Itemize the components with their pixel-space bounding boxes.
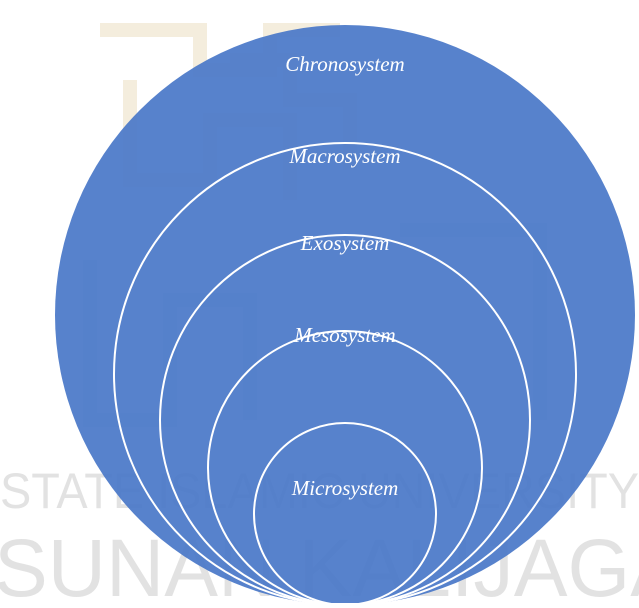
microsystem-label: Microsystem bbox=[291, 476, 399, 500]
nested-circles bbox=[55, 25, 635, 606]
exosystem-label: Exosystem bbox=[300, 231, 390, 255]
layer-labels: Chronosystem Macrosystem Exosystem Mesos… bbox=[285, 52, 404, 500]
chronosystem-label: Chronosystem bbox=[285, 52, 404, 76]
macrosystem-label: Macrosystem bbox=[288, 144, 400, 168]
mesosystem-label: Mesosystem bbox=[293, 323, 395, 347]
chronosystem-circle bbox=[55, 25, 635, 605]
